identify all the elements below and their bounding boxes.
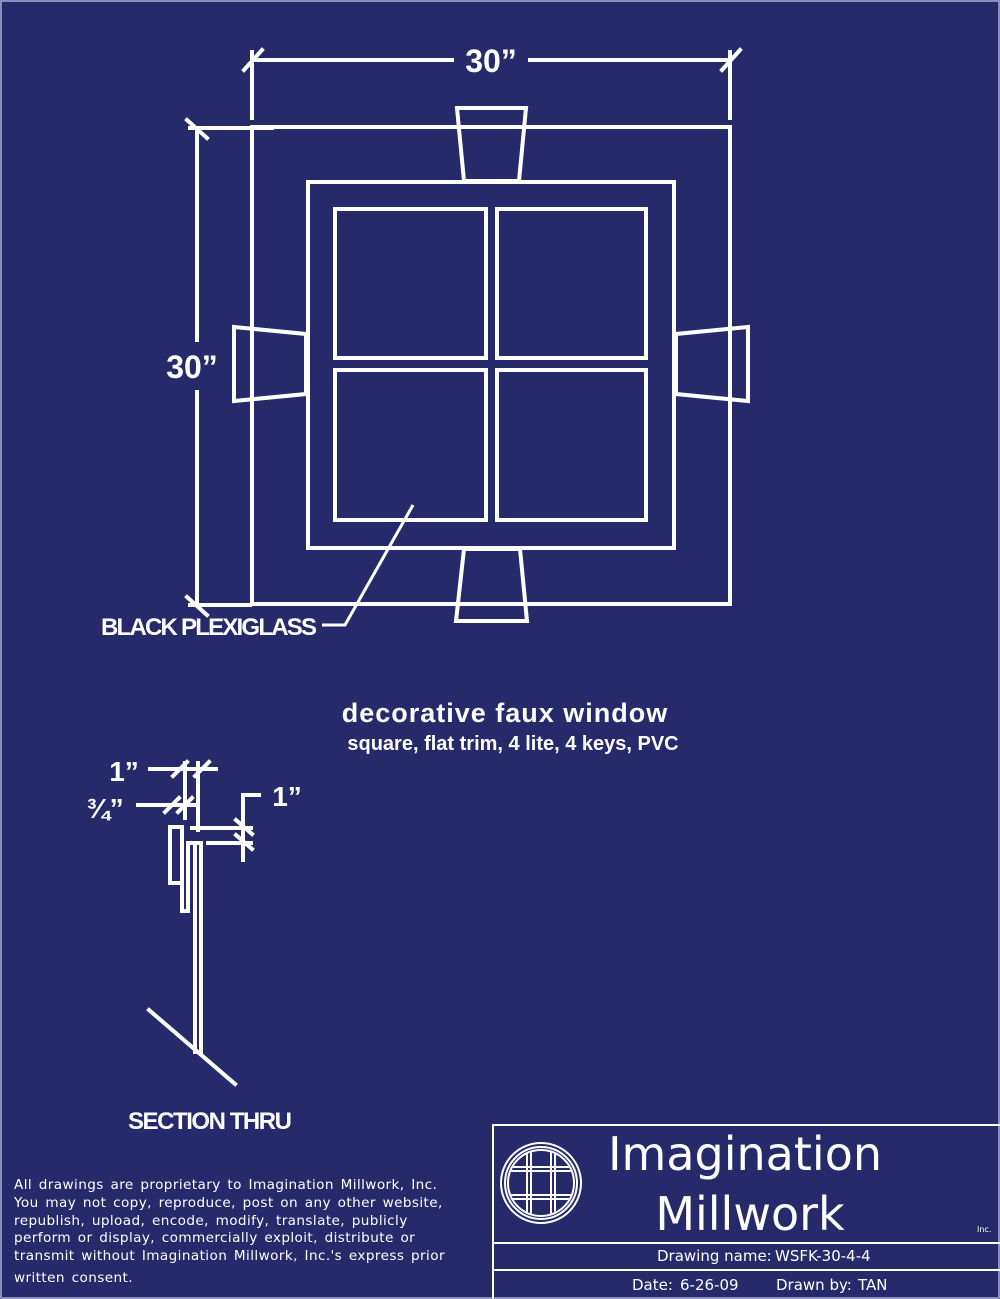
- section-view: 1” ¾” 1” SECTION THRU: [86, 756, 301, 1135]
- drawing-subtitle: square, flat trim, 4 lite, 4 keys, PVC: [347, 733, 678, 755]
- callout-label: BLACK PLEXIGLASS: [101, 614, 317, 641]
- pane: [333, 368, 488, 522]
- title-block: Imagination Millwork Inc. Drawing name: …: [492, 1124, 1000, 1299]
- key-right: [674, 324, 750, 404]
- company-name-line2: Millwork: [655, 1187, 845, 1241]
- disclaimer-line: republish, upload, encode, modify, trans…: [14, 1212, 408, 1229]
- key-left: [232, 324, 308, 404]
- height-dimension: 30”: [166, 117, 274, 618]
- front-view: 30” 30” BLACK PLEXIGLASS: [101, 43, 750, 641]
- inner-frame: [306, 180, 676, 550]
- drawn-by-value: TAN: [857, 1276, 887, 1294]
- callout-leader: [322, 504, 415, 627]
- date-value: 6-26-09: [680, 1276, 739, 1294]
- width-dimension: 30”: [241, 43, 743, 120]
- disclaimer-line: transmit without Imagination Millwork, I…: [14, 1248, 445, 1265]
- disclaimer-line: written consent.: [14, 1269, 133, 1286]
- disclaimer-line: perform or display, commercially exploit…: [14, 1230, 416, 1247]
- drawn-by-label: Drawn by:: [776, 1276, 852, 1294]
- section-dimension-right: 1”: [272, 781, 302, 812]
- disclaimer-line: All drawings are proprietary to Imaginat…: [14, 1177, 438, 1193]
- key-bottom: [453, 547, 530, 623]
- drawing-name-value: WSFK-30-4-4: [775, 1247, 871, 1265]
- disclaimer: All drawings are proprietary to Imaginat…: [14, 1177, 484, 1288]
- disclaimer-line: You may not copy, reproduce, post on any…: [14, 1194, 443, 1211]
- drawing-title: decorative faux window: [342, 698, 669, 728]
- pane: [495, 207, 648, 360]
- outer-trim: [250, 125, 732, 606]
- company-suffix: Inc.: [977, 1225, 991, 1234]
- width-dimension-label: 30”: [465, 43, 517, 79]
- section-dimension-top: 1”: [109, 756, 139, 787]
- section-label: SECTION THRU: [128, 1108, 292, 1135]
- drawing-name-label: Drawing name:: [657, 1247, 772, 1265]
- company-name-line1: Imagination: [608, 1127, 882, 1181]
- key-top: [454, 106, 529, 183]
- section-dimension-mid: ¾”: [86, 793, 123, 824]
- pane: [333, 207, 488, 360]
- company-logo-icon: [500, 1142, 582, 1224]
- height-dimension-label: 30”: [166, 349, 218, 385]
- pane: [495, 368, 648, 522]
- date-label: Date:: [632, 1276, 673, 1294]
